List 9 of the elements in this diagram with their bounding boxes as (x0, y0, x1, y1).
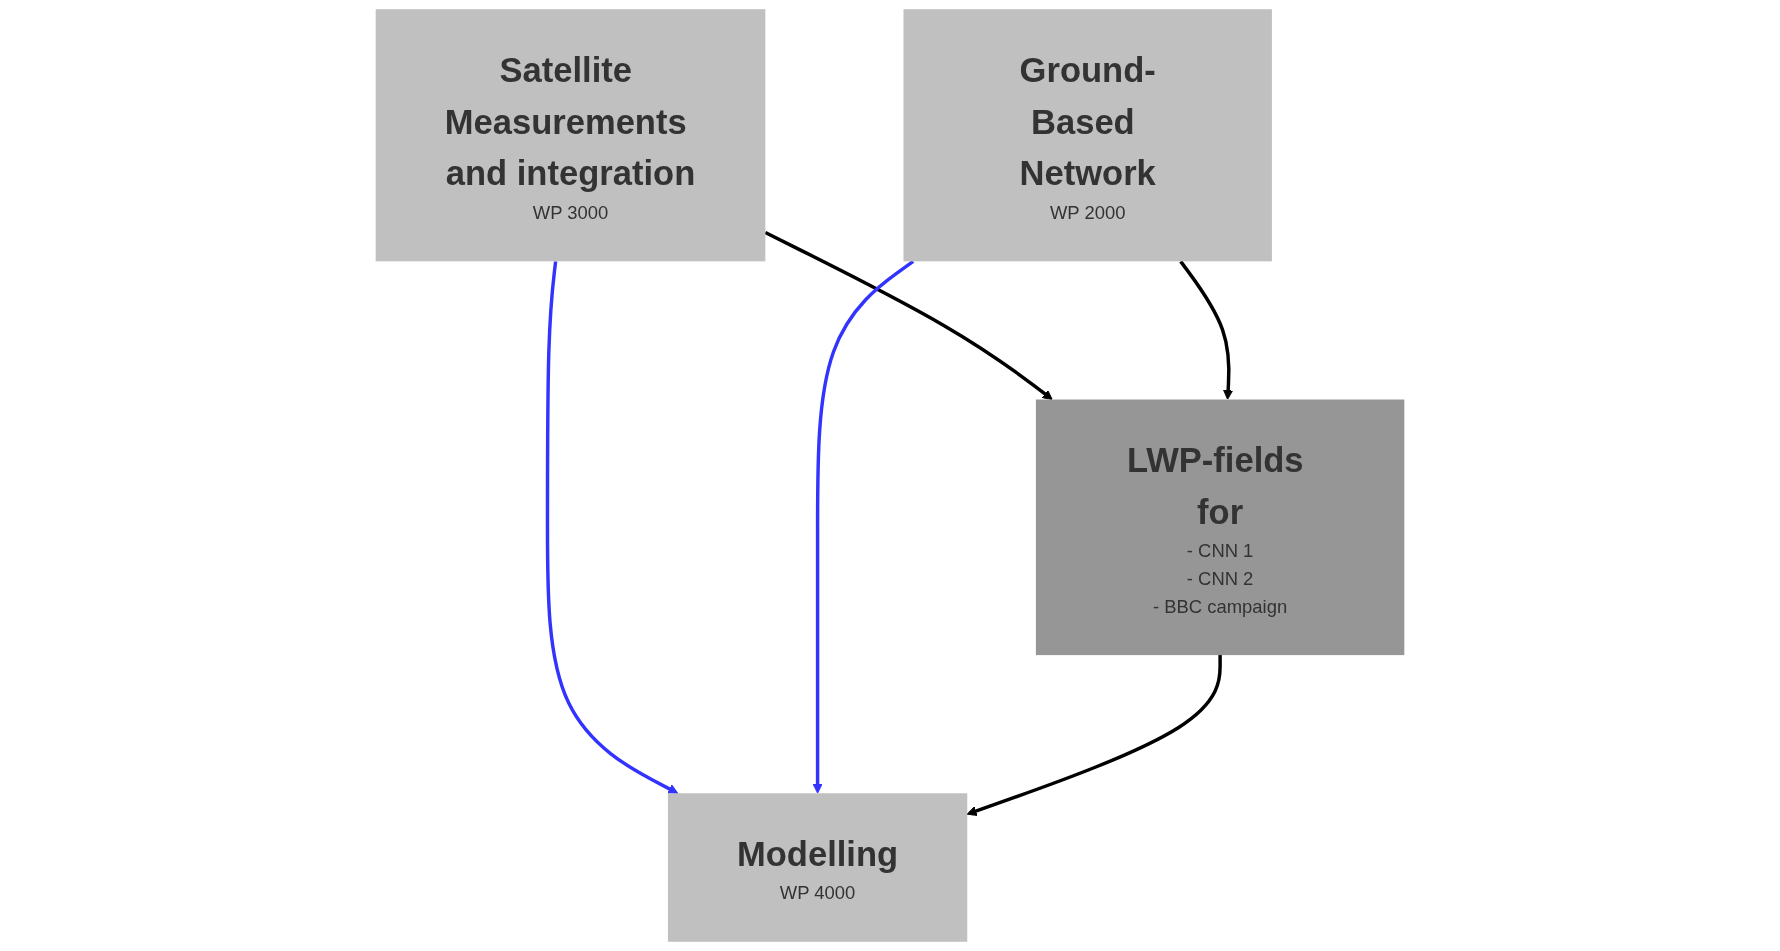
node-box: Satellite Measurements and integration WP 3000 (375, 9, 766, 262)
node-box: LWP-fields for - CNN 1 - CNN 2 - BBC campaign (1035, 399, 1405, 656)
node-box: Ground-Based Network WP 2000 (903, 9, 1272, 262)
arrow (812, 259, 915, 794)
arrow (966, 655, 1222, 816)
arrow (764, 230, 1053, 400)
arrow (545, 261, 679, 794)
arrow (1179, 260, 1234, 400)
node-box: Modelling WP 4000 (667, 793, 968, 942)
